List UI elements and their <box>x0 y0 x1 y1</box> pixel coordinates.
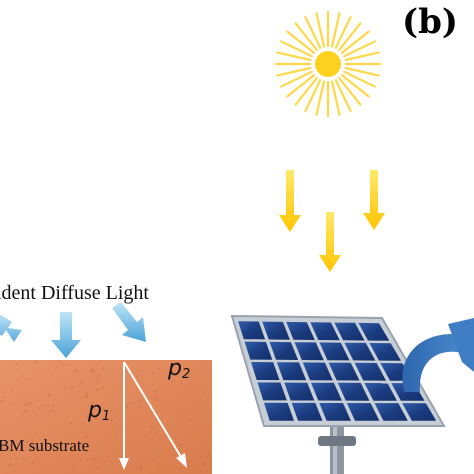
substrate-label: BM substrate <box>0 436 90 455</box>
sun-icon <box>274 10 382 118</box>
p2-base: p <box>168 356 182 381</box>
diffuse-arrow-2 <box>51 312 81 358</box>
p2-label: p2 <box>168 356 191 382</box>
p1-label: p1 <box>88 398 111 424</box>
sunlight-arrows <box>279 170 385 272</box>
sunlight-arrow-center <box>319 212 341 272</box>
diffuse-arrow-3 <box>112 302 146 342</box>
diffuse-light-arrows <box>0 302 146 358</box>
substrate-block <box>0 360 212 474</box>
p1-base: p <box>88 398 102 423</box>
sunlight-arrow-right <box>363 170 385 230</box>
panel-label: (b) <box>402 2 458 42</box>
p1-subscript: 1 <box>101 409 111 424</box>
incident-light-label: ident Diffuse Light <box>0 282 149 304</box>
sunlight-arrow-left <box>279 170 301 232</box>
curved-arrow-icon <box>402 318 474 392</box>
p2-subscript: 2 <box>181 367 191 382</box>
diffuse-arrow-1 <box>0 314 22 342</box>
solar-panel-icon <box>230 314 446 474</box>
